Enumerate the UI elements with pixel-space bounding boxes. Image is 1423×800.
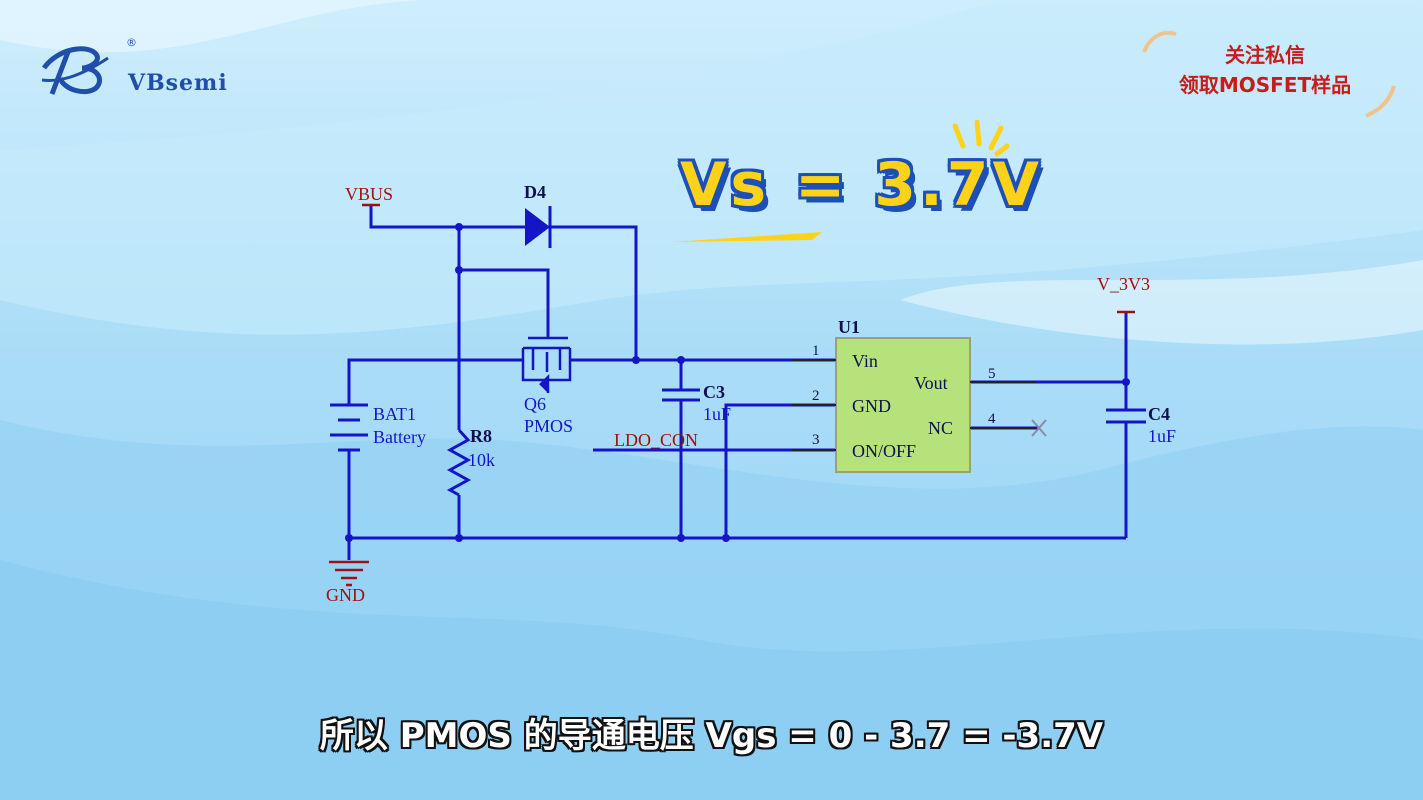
decor-swirl-icon	[1142, 30, 1177, 53]
net-gnd: GND	[326, 585, 365, 605]
wire-gate	[459, 268, 550, 338]
vbsemi-logo-icon	[41, 46, 109, 95]
pin-num-2: 2	[812, 388, 820, 404]
headline-underline	[672, 232, 822, 242]
decor-swirl-icon	[1365, 85, 1396, 118]
pin-vin: Vin	[852, 351, 878, 371]
pin-num-1: 1	[812, 343, 820, 359]
capacitor-c4	[1106, 408, 1146, 424]
c3-ref: C3	[703, 382, 725, 402]
capacitor-c3	[662, 388, 700, 402]
pin-num-3: 3	[812, 432, 820, 448]
pin-nc: NC	[928, 418, 953, 438]
caption-subtitle: 所以 PMOS 的导通电压 Vgs = 0 - 3.7 = -3.7V	[319, 716, 1104, 756]
bat1-ref: BAT1	[373, 404, 416, 424]
c4-value: 1uF	[1148, 426, 1176, 446]
net-v3v3: V_3V3	[1097, 274, 1150, 294]
promo-line-1: 关注私信	[1225, 43, 1305, 67]
wire-bat-top	[347, 358, 523, 405]
pin-num-4: 4	[988, 411, 996, 427]
nc-cross	[1031, 419, 1047, 437]
pin-gnd: GND	[852, 396, 891, 416]
c3-value: 1uF	[703, 404, 731, 424]
pin-onoff: ON/OFF	[852, 441, 916, 461]
q6-value: PMOS	[524, 416, 573, 436]
battery-bat1	[330, 403, 368, 452]
ic-u1	[835, 337, 971, 473]
r8-ref: R8	[470, 426, 492, 446]
net-vbus: VBUS	[345, 184, 393, 204]
c4-ref: C4	[1148, 404, 1170, 424]
ground-symbol	[329, 560, 369, 587]
wire-d4-out	[586, 225, 638, 360]
pin-num-5: 5	[988, 366, 996, 382]
pin-vout: Vout	[914, 373, 948, 393]
wire-vbus	[369, 205, 525, 229]
diode-d4	[525, 206, 586, 248]
net-ldo-con: LDO_CON	[614, 430, 698, 450]
u1-ref: U1	[838, 317, 860, 337]
headline-vs: Vs = 3.7V	[680, 150, 1043, 220]
r8-value: 10k	[468, 450, 495, 470]
bat1-value: Battery	[373, 427, 426, 447]
brand-name: VBsemi	[128, 70, 228, 96]
registered-mark: ®	[126, 36, 137, 49]
wire-u1-gnd	[724, 403, 835, 538]
sparkle-icon	[952, 120, 1010, 157]
d4-ref: D4	[524, 182, 546, 202]
promo-line-2: 领取MOSFET样品	[1178, 73, 1352, 97]
promo-banner[interactable]: 关注私信 领取MOSFET样品	[1150, 40, 1380, 100]
q6-ref: Q6	[524, 394, 546, 414]
resistor-r8	[446, 428, 472, 497]
pmos-q6	[521, 336, 572, 393]
